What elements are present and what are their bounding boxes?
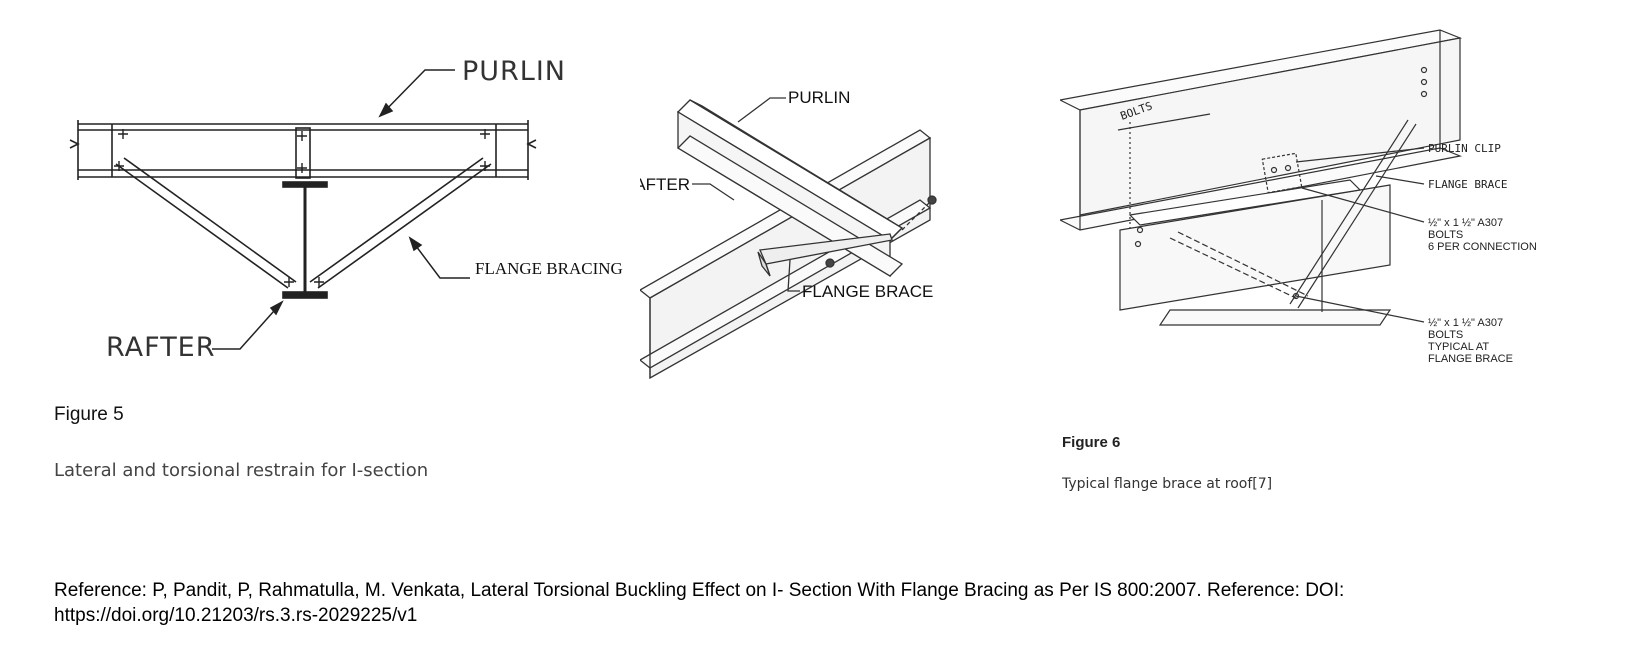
- svg-text:½" x 1 ½" A307: ½" x 1 ½" A307: [1428, 317, 1503, 329]
- purlin-stiffener: [295, 127, 311, 179]
- flange-brace-right: [317, 163, 492, 289]
- figure6-title: Figure 6: [1062, 434, 1121, 451]
- svg-text:½" x 1 ½" A307: ½" x 1 ½" A307: [1428, 217, 1503, 229]
- flange-brace: [757, 233, 893, 277]
- svg-text:TYPICAL AT: TYPICAL AT: [1428, 341, 1489, 353]
- rafter-label: RAFTER: [106, 332, 216, 363]
- svg-text:BOLTS: BOLTS: [1428, 329, 1463, 341]
- flange-brace-leader: [1375, 175, 1425, 185]
- svg-text:FLANGE BRACE: FLANGE BRACE: [1428, 353, 1513, 365]
- purlin-beam: [1060, 29, 1463, 231]
- rafter-beam: [1119, 179, 1392, 326]
- bolt-marks: [114, 129, 490, 287]
- figure5-drawing: PURLIN FLANGE BRACING RAFTER: [69, 56, 623, 363]
- flange-brace-left: [115, 163, 289, 289]
- purlin-channel: [676, 99, 904, 278]
- purlin-rafter-isometric-drawing: PURLIN RAFTER FLANGE BRACE: [640, 88, 937, 380]
- purlin-label: PURLIN: [788, 88, 850, 107]
- flange-brace-label: FLANGE BRACE: [1428, 178, 1507, 191]
- bolt-nut: [927, 195, 937, 205]
- flange-brace-leader: [787, 259, 800, 292]
- svg-text:6 PER CONNECTION: 6 PER CONNECTION: [1428, 241, 1537, 253]
- bolts-note-1: ½" x 1 ½" A307 BOLTS 6 PER CONNECTION: [1428, 217, 1537, 253]
- rafter-leader: [212, 301, 283, 350]
- bolt-holes: [1134, 66, 1428, 300]
- flange-brace-1: [1289, 119, 1409, 305]
- flange-brace-label: FLANGE BRACE: [802, 282, 933, 301]
- rafter-bottom-flange: [282, 291, 328, 299]
- bolt-washer: [825, 258, 835, 268]
- purlin-leader: [379, 69, 455, 117]
- purlin-leader: [737, 97, 786, 123]
- figure5-caption: Lateral and torsional restrain for I-sec…: [54, 460, 429, 481]
- flange-bracing-leader: [409, 237, 470, 279]
- purlin-clip: [1261, 152, 1303, 194]
- rafter-top-flange: [282, 181, 328, 188]
- svg-text:BOLTS: BOLTS: [1428, 229, 1463, 241]
- rafter-label: RAFTER: [640, 175, 690, 194]
- figure6-drawing: BOLTS PURLIN CLIP FLANGE BRACE ½" x 1 ½"…: [1060, 29, 1537, 365]
- reference-text: Reference: P, Pandit, P, Rahmatulla, M. …: [54, 580, 1345, 626]
- figure6-caption: Typical flange brace at roof[7]: [1062, 476, 1273, 492]
- bolts-note-2-leader: [1295, 295, 1425, 323]
- purlin-clip-leader: [1295, 147, 1425, 163]
- purlin-clip-label: PURLIN CLIP: [1428, 142, 1501, 155]
- figure5-title: Figure 5: [54, 404, 124, 425]
- flange-brace-2: [1169, 237, 1301, 301]
- bolts-note-1-leader: [1301, 187, 1425, 223]
- purlin-label: PURLIN: [462, 56, 566, 87]
- bolts-note-2: ½" x 1 ½" A307 BOLTS TYPICAL AT FLANGE B…: [1428, 317, 1513, 365]
- rafter-leader: [692, 183, 735, 201]
- flange-bracing-label: FLANGE BRACING: [475, 259, 623, 278]
